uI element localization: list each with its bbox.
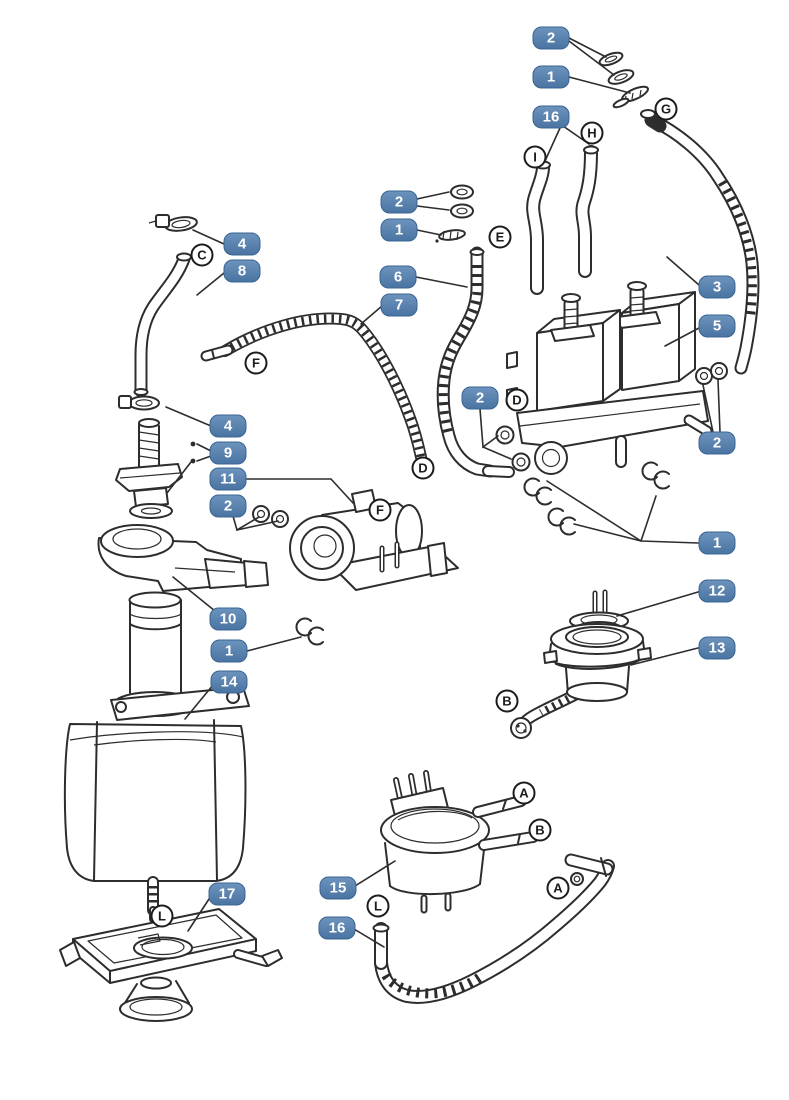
spring-washers-right-drawing [695,362,728,385]
pump-14-drawing [63,591,250,923]
letter-callout-A: A [546,876,570,900]
part-number-badge-5: 5 [698,314,736,338]
letter-callout-H: H [580,121,604,145]
letter-callout-L: L [366,894,390,918]
letter-callout-A: A [512,781,536,805]
seal-washers-mid-drawing [450,184,474,219]
letter-callout-G: G [654,97,678,121]
part-number-badge-2: 2 [209,494,247,518]
letter-callout-D: D [411,456,435,480]
part-number-badge-2: 2 [461,386,499,410]
hose-8-drawing [133,252,192,398]
hose-clamp-4-left-drawing [118,395,160,411]
letter-callout-F: F [244,351,268,375]
letter-callout-D: D [505,388,529,412]
part-number-badge-13: 13 [698,636,736,660]
letter-callout-B: B [528,818,552,842]
solenoid-valve-assembly-drawing [506,281,713,475]
drip-base-17-drawing [59,908,283,1022]
part-number-badge-9: 9 [209,441,247,465]
part-number-badge-1: 1 [380,218,418,242]
part-number-badge-3: 3 [698,275,736,299]
letter-callout-I: I [523,145,547,169]
part-number-badge-7: 7 [380,293,418,317]
part-number-badge-2: 2 [380,190,418,214]
part-number-badge-17: 17 [208,882,246,906]
bracket-10-drawing [97,524,269,592]
part-number-badge-4: 4 [209,414,247,438]
part-number-badge-1: 1 [532,65,570,89]
o-rings-valve-drawing [495,425,531,472]
air-trap-13-drawing [510,623,652,739]
part-number-badge-15: 15 [319,876,357,900]
part-number-badge-1: 1 [698,531,736,555]
letter-callout-L: L [150,904,174,928]
part-number-badge-11: 11 [209,467,247,491]
fitting-1-mid-drawing [435,229,466,243]
hose-6-drawing [436,246,515,478]
part-number-badge-4: 4 [223,232,261,256]
retaining-clip-left-drawing [295,617,324,646]
hose-a-drawing [374,853,615,1004]
retaining-clips-drawing [523,461,670,536]
letter-callout-C: C [190,243,214,267]
part-number-badge-1: 1 [210,639,248,663]
steam-hose-h-drawing [575,145,599,278]
part-number-badge-6: 6 [379,265,417,289]
safety-valve-9-drawing [115,418,196,519]
letter-callout-E: E [488,225,512,249]
part-number-badge-2: 2 [698,431,736,455]
pressure-switch-15-drawing [380,770,539,914]
o-rings-left-drawing [252,505,289,528]
letter-callout-B: B [495,689,519,713]
part-number-badge-16: 16 [532,105,570,129]
part-number-badge-12: 12 [698,579,736,603]
part-number-badge-2: 2 [532,26,570,50]
part-number-badge-10: 10 [209,607,247,631]
fitting-1-top-drawing [612,85,649,109]
seal-washers-top-drawing [598,51,635,85]
braided-hose-7-drawing [200,312,427,463]
part-number-badge-16: 16 [318,916,356,940]
hose-clamp-4-top-drawing [148,214,198,232]
part-number-badge-14: 14 [210,670,248,694]
leader-lines [165,37,721,948]
flowmeter-11-drawing [289,489,459,591]
letter-callout-F: F [368,498,392,522]
part-number-badge-8: 8 [223,259,261,283]
